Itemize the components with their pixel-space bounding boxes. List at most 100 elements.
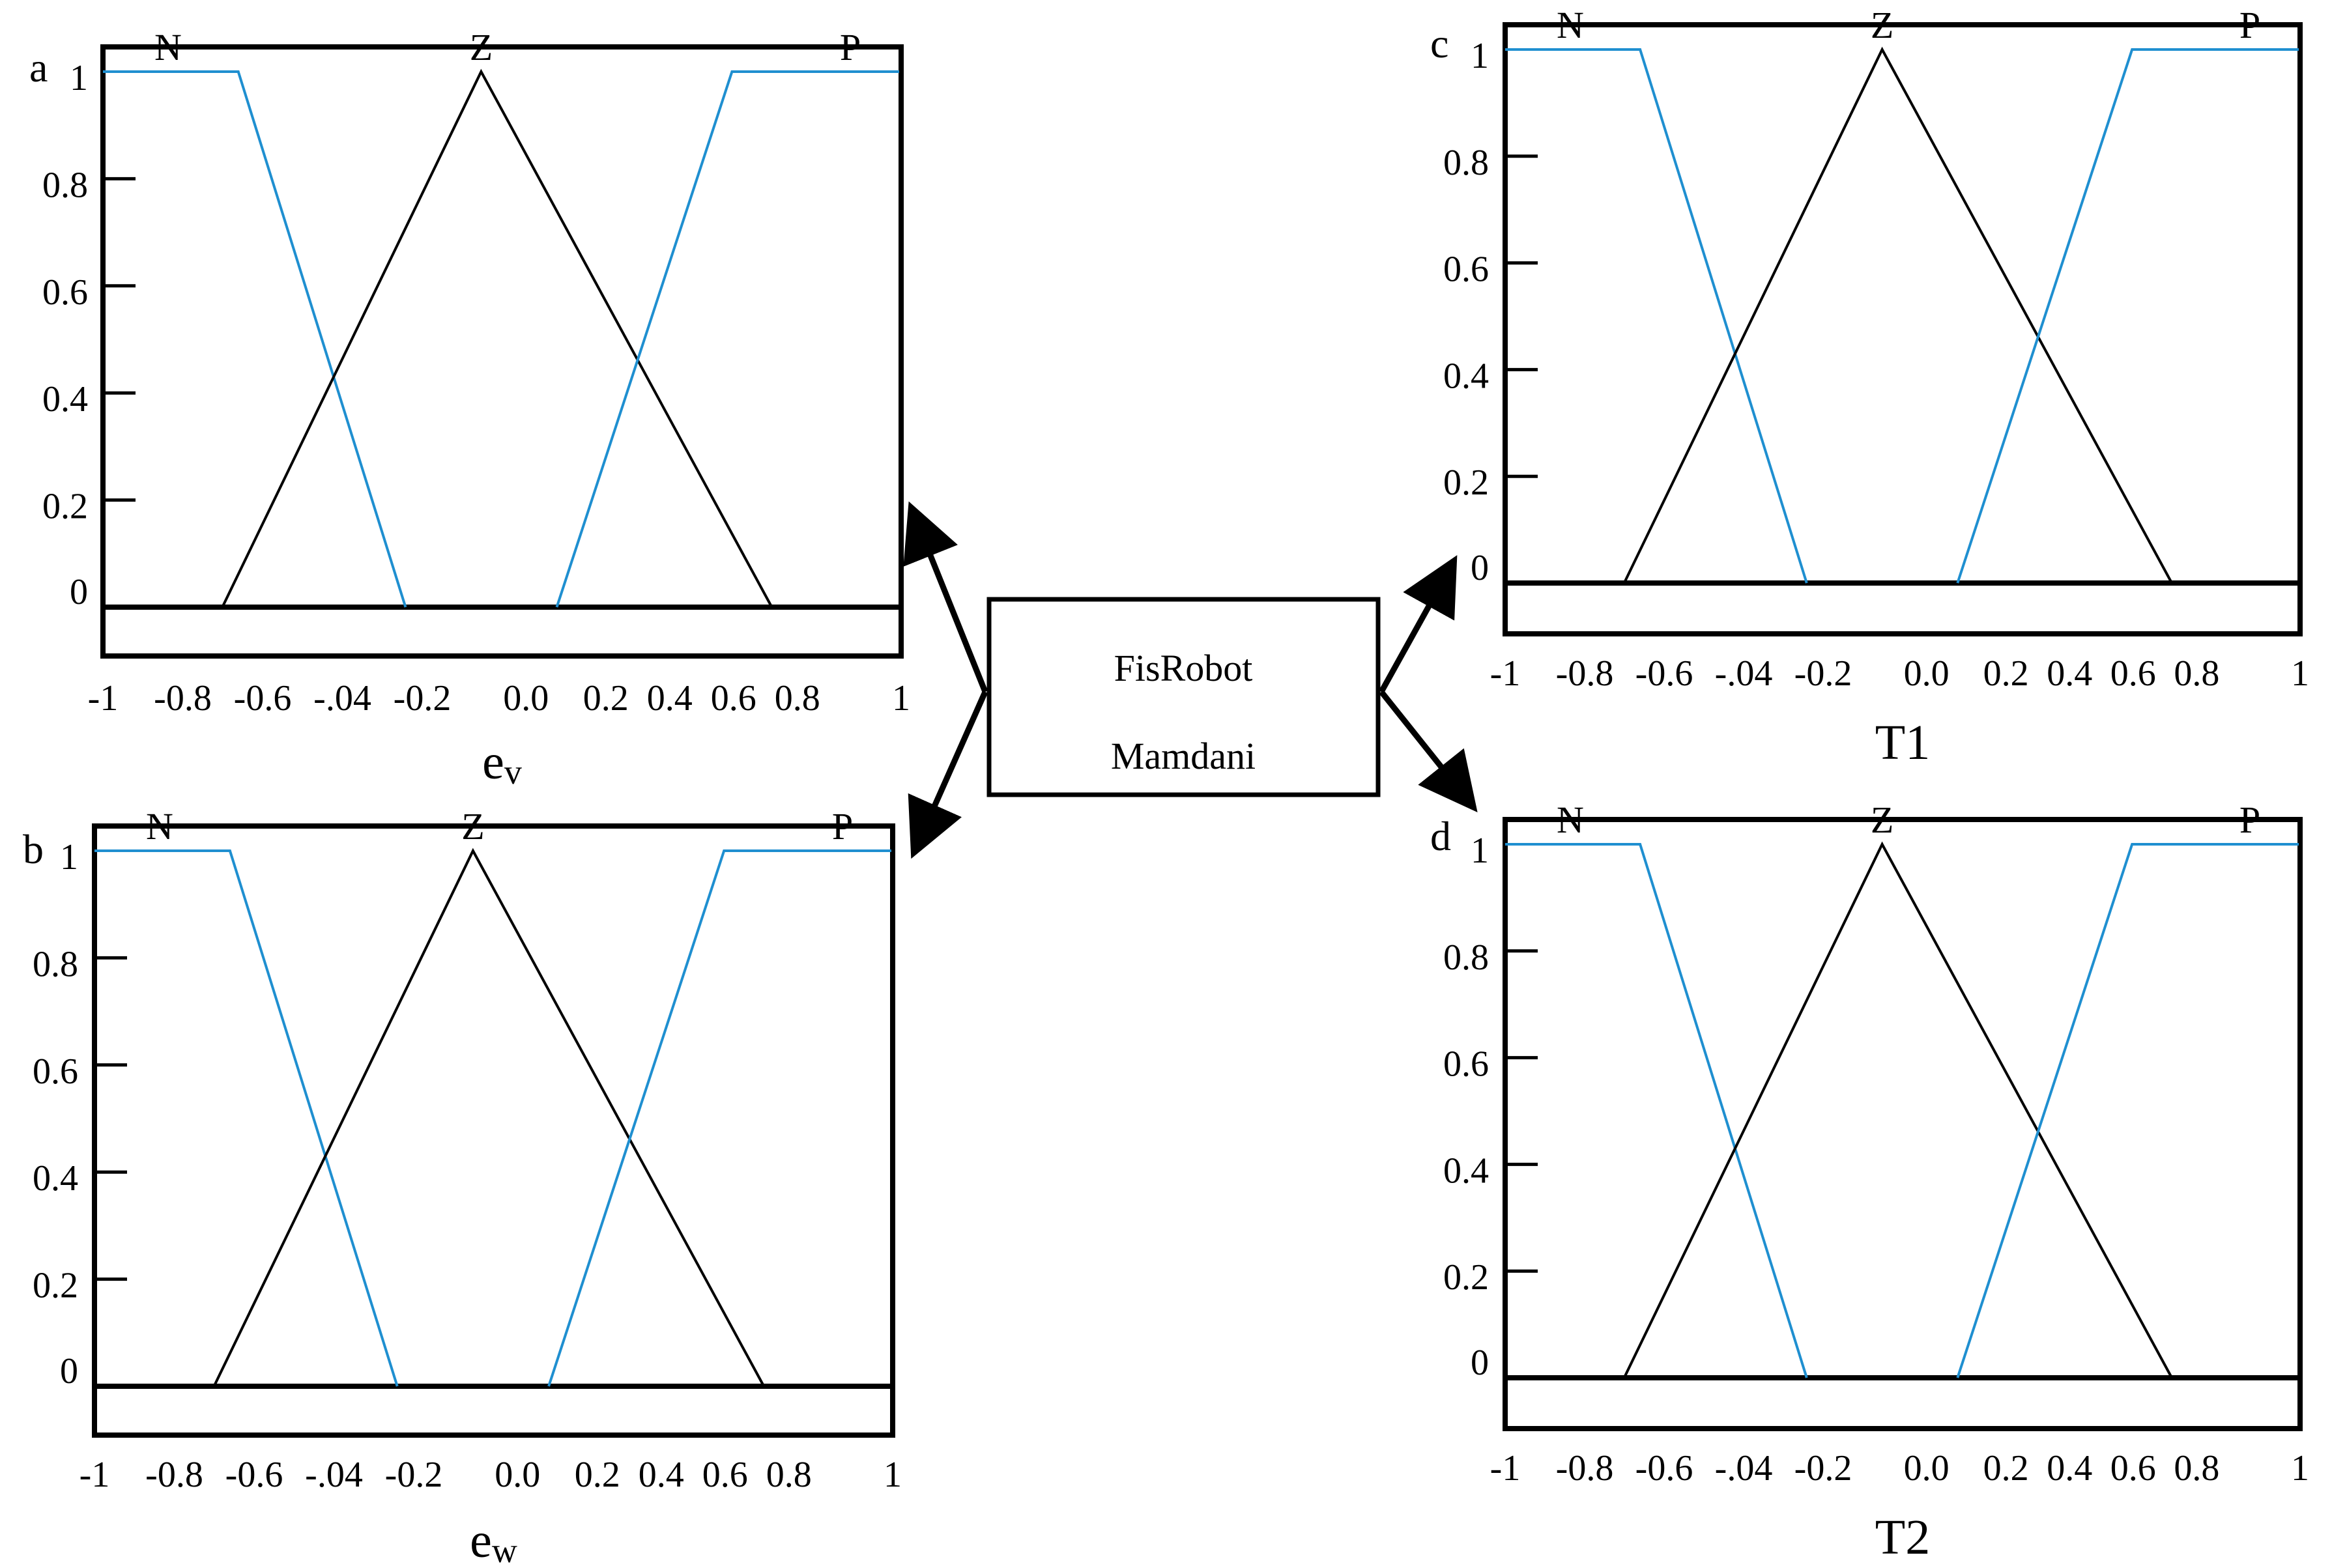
- panel-letter: a: [29, 44, 48, 91]
- mf-curve-z: [1622, 46, 2173, 584]
- mf-curve-z: [221, 68, 773, 608]
- x-tick-label: 0.4: [2047, 653, 2092, 694]
- x-tick-label: -0.6: [225, 1455, 283, 1495]
- x-axis-label: T2: [1875, 1510, 1930, 1565]
- x-tick-label: 0.0: [1904, 653, 1950, 694]
- x-tick-label: 0.4: [639, 1455, 684, 1495]
- x-tick-label: 0.8: [2174, 1448, 2219, 1489]
- x-tick-label: -0.8: [145, 1455, 203, 1495]
- y-tick-label: 0.2: [33, 1266, 78, 1306]
- x-tick-label: -.04: [1715, 653, 1773, 694]
- x-axis-label-main: T1: [1875, 715, 1930, 770]
- x-tick-label: 0.4: [2047, 1448, 2092, 1489]
- y-tick-label: 0.8: [42, 165, 88, 205]
- x-tick-label: -0.2: [394, 678, 452, 719]
- mf-curve-n: [1505, 843, 1808, 1378]
- mf-curve-p: [1956, 48, 2299, 584]
- y-tick-label: 0.6: [33, 1051, 78, 1092]
- y-tick-label: 0.6: [42, 272, 88, 313]
- x-tick-label: 0.2: [583, 678, 629, 719]
- x-tick-label: 0.0: [503, 678, 549, 719]
- x-tick-label: -.04: [1715, 1448, 1773, 1489]
- y-tick-label: 1: [1471, 36, 1489, 76]
- x-tick-label: 0.0: [1904, 1448, 1950, 1489]
- mf-curve-z: [1622, 841, 2173, 1378]
- y-tick-label: 0.4: [1443, 1150, 1489, 1191]
- x-tick-label: -0.8: [154, 678, 212, 719]
- x-tick-label: 0.8: [775, 678, 820, 719]
- arrow-to-panel-c: [1379, 555, 1458, 694]
- x-axis-label-subscript: v: [504, 752, 522, 791]
- panel-frame: [100, 44, 904, 659]
- panel-frame: [92, 823, 895, 1438]
- y-tick-label: 0.6: [1443, 1044, 1489, 1085]
- mf-curve-p: [555, 70, 899, 608]
- set-label-n: N: [1557, 799, 1584, 841]
- set-label-p: P: [840, 26, 861, 68]
- y-tick-label: 0: [1471, 548, 1489, 588]
- panel-letter: c: [1430, 20, 1448, 66]
- x-tick-label: -0.2: [385, 1455, 443, 1495]
- y-tick-label: 0.8: [33, 944, 78, 984]
- connector-arrows: [903, 501, 1478, 859]
- y-tick-label: 0.8: [1443, 937, 1489, 978]
- x-tick-label: -1: [1490, 1448, 1521, 1489]
- x-axis-label-main: e: [482, 735, 504, 790]
- x-tick-label: -0.6: [234, 678, 292, 719]
- x-tick-label: -0.8: [1556, 1448, 1614, 1489]
- y-tick-label: 0.4: [42, 379, 88, 420]
- x-tick-label: -0.6: [1635, 653, 1693, 694]
- mf-curve-n: [103, 70, 407, 608]
- y-tick-label: 0: [1471, 1343, 1489, 1383]
- controller-box-frame: [986, 597, 1381, 797]
- x-tick-label: -1: [88, 678, 119, 719]
- controller-box: FisRobot Mamdani: [986, 597, 1381, 797]
- y-tick-label: 0.2: [42, 487, 88, 527]
- controller-method-label: Mamdani: [1111, 735, 1256, 777]
- x-tick-label: -1: [1490, 653, 1521, 694]
- panel-frame: [1503, 817, 2303, 1431]
- arrow-to-panel-a: [903, 501, 988, 693]
- x-tick-label: 0.2: [1983, 653, 2029, 694]
- x-tick-label: 0.8: [2174, 653, 2219, 694]
- set-label-n: N: [1557, 4, 1584, 46]
- y-tick-label: 0.6: [1443, 249, 1489, 290]
- set-label-p: P: [2239, 4, 2260, 46]
- panel-letter: b: [23, 826, 44, 872]
- set-label-z: Z: [461, 805, 484, 848]
- x-tick-label: 0.0: [495, 1455, 540, 1495]
- x-axis-label-main: T2: [1875, 1510, 1930, 1565]
- x-tick-label: 1: [2291, 653, 2309, 694]
- mf-curve-n: [1505, 48, 1808, 584]
- y-tick-label: 0.4: [33, 1158, 78, 1199]
- set-label-z: Z: [1871, 799, 1893, 841]
- x-tick-label: 1: [2291, 1448, 2309, 1489]
- mf-curve-z: [212, 848, 766, 1387]
- x-tick-label: -1: [79, 1455, 110, 1495]
- mf-curve-p: [547, 849, 891, 1387]
- x-tick-label: -0.8: [1556, 653, 1614, 694]
- x-tick-label: 0.8: [766, 1455, 812, 1495]
- panel-frame: [1503, 22, 2303, 636]
- set-label-n: N: [154, 26, 182, 68]
- y-tick-label: 1: [1471, 831, 1489, 871]
- y-tick-label: 0.4: [1443, 356, 1489, 396]
- x-tick-label: -.04: [313, 678, 371, 719]
- arrow-to-panel-b: [908, 691, 988, 859]
- y-tick-label: 0.2: [1443, 463, 1489, 503]
- x-tick-label: 1: [892, 678, 910, 719]
- x-tick-label: 0.2: [575, 1455, 620, 1495]
- x-tick-label: -0.2: [1794, 1448, 1852, 1489]
- set-label-n: N: [146, 805, 173, 848]
- y-tick-label: 1: [70, 58, 88, 98]
- y-tick-label: 0.8: [1443, 143, 1489, 183]
- x-tick-label: -.04: [305, 1455, 363, 1495]
- x-tick-label: 0.6: [711, 678, 756, 719]
- y-tick-label: 1: [60, 837, 78, 877]
